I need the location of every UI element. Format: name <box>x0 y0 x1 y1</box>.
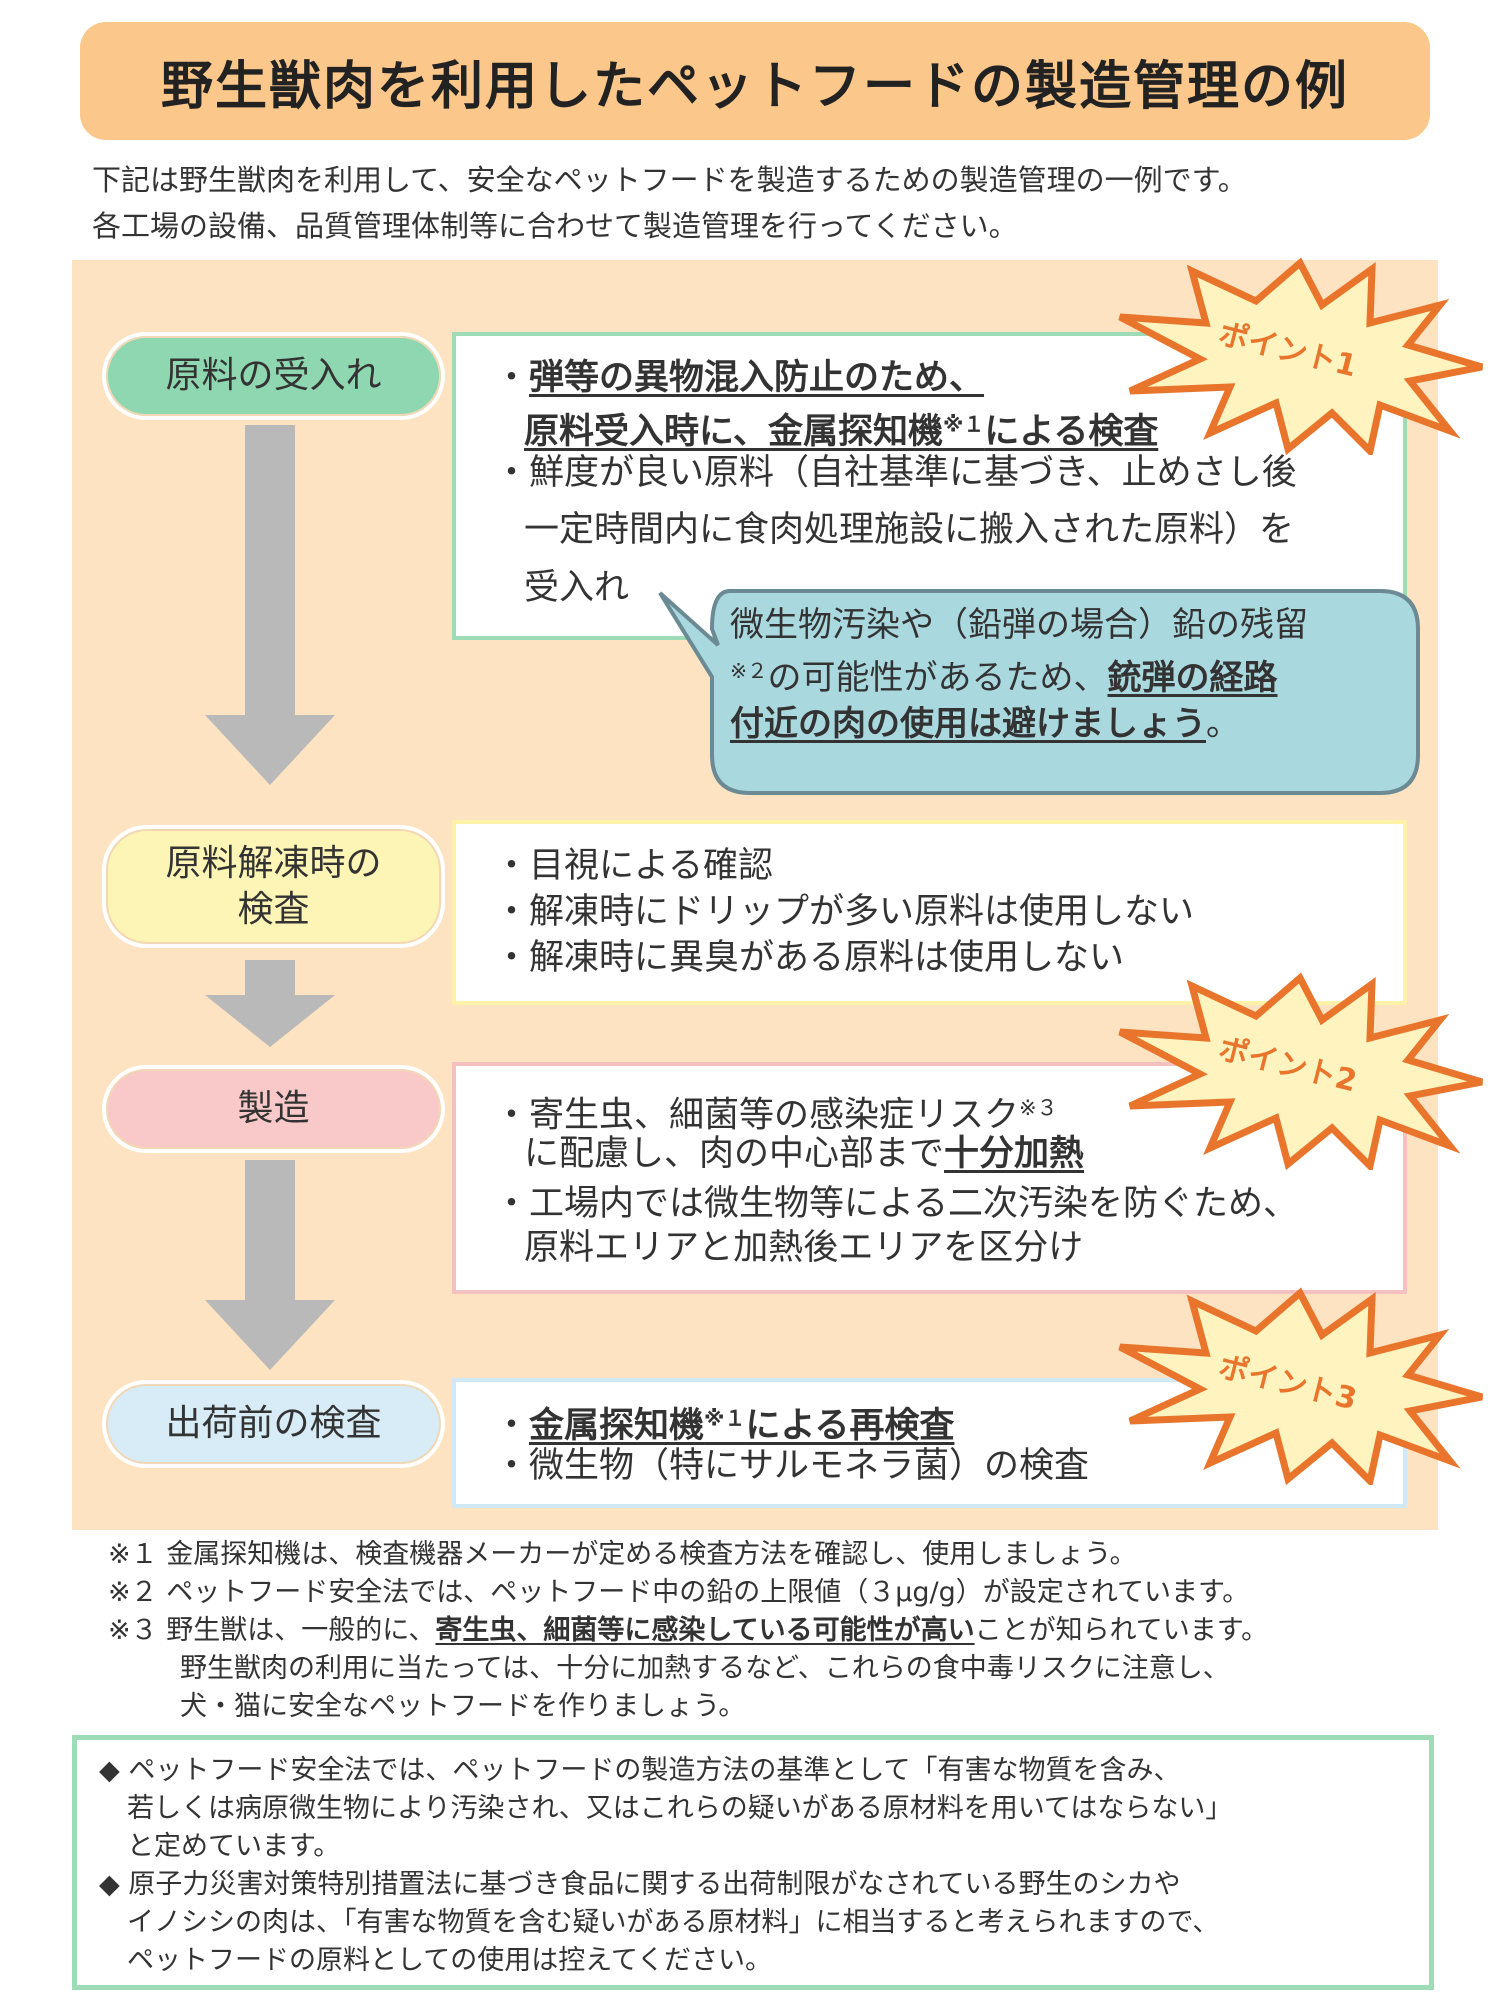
intro-line-2: 各工場の設備、品質管理体制等に合わせて製造管理を行ってください。 <box>92 209 1018 243</box>
footnote-3-cont-1: 野生獣肉の利用に当たっては、十分に加熱するなど、これらの食中毒リスクに注意し、 <box>180 1653 1230 1684</box>
box-receiving: ・弾等の異物混入防止のため、 原料受入時に、金属探知機※１による検査 ・鮮度が良… <box>452 332 1407 640</box>
notice-line-2: 若しくは病原微生物により汚染され、又はこれらの疑いがある原材料を用いてはならない… <box>127 1793 1233 1824</box>
title-banner: 野生獣肉を利用したペットフードの製造管理の例 <box>80 22 1430 140</box>
callout-line1: 微生物汚染や（鉛弾の場合）鉛の残留 <box>730 605 1308 645</box>
box3-line1: ・寄生虫、細菌等の感染症リスク※３ <box>494 1095 1058 1136</box>
stage-thaw-inspection: 原料解凍時の 検査 <box>102 825 445 948</box>
page-title: 野生獣肉を利用したペットフードの製造管理の例 <box>160 56 1349 117</box>
flow-arrows <box>205 425 335 1370</box>
arrow-down-3 <box>205 1160 335 1370</box>
arrow-down-2 <box>205 960 335 1047</box>
notice-line-5: イノシシの肉は、「有害な物質を含む疑いがある原材料」に相当すると考えられますので… <box>127 1907 1220 1938</box>
footnote-1: ※１ 金属探知機は、検査機器メーカーが定める検査方法を確認し、使用しましょう。 <box>108 1539 1137 1570</box>
point-3-burst <box>1118 1287 1483 1485</box>
footnote-2: ※２ ペットフード安全法では、ペットフード中の鉛の上限値（３μg/g）が設定され… <box>108 1577 1250 1608</box>
stage-pre-shipment-inspection: 出荷前の検査 <box>102 1380 445 1468</box>
notice-line-4: ◆ 原子力災害対策特別措置法に基づき食品に関する出荷制限がなされている野生のシカ… <box>99 1869 1181 1900</box>
stage-receiving: 原料の受入れ <box>102 332 445 420</box>
box1-line5: 受入れ <box>524 568 630 608</box>
box1-line4: 一定時間内に食肉処理施設に搬入された原料）を <box>524 510 1295 550</box>
notice-line-3: と定めています。 <box>127 1831 341 1862</box>
callout-text: 微生物汚染や（鉛弾の場合）鉛の残留 ※２の可能性があるため、銃弾の経路 付近の肉… <box>730 602 1308 747</box>
box2-line1: ・目視による確認 <box>494 846 773 886</box>
footnote-3: ※３ 野生獣は、一般的に、寄生虫、細菌等に感染している可能性が高いことが知られて… <box>108 1615 1269 1646</box>
box3-line3: ・工場内では微生物等による二次汚染を防ぐため、 <box>494 1184 1298 1224</box>
box1-line1: ・弾等の異物混入防止のため、 <box>494 358 985 398</box>
footnote-3-cont-2: 犬・猫に安全なペットフードを作りましょう。 <box>180 1691 746 1722</box>
intro-line-1: 下記は野生獣肉を利用して、安全なペットフードを製造するための製造管理の一例です。 <box>92 163 1247 197</box>
point-2-burst <box>1118 972 1483 1170</box>
notice-line-1: ◆ ペットフード安全法では、ペットフードの製造方法の基準として「有害な物質を含み… <box>99 1755 1181 1786</box>
box2-line2: ・解凍時にドリップが多い原料は使用しない <box>494 892 1195 932</box>
box-thaw-inspection: ・目視による確認 ・解凍時にドリップが多い原料は使用しない ・解凍時に異臭がある… <box>452 820 1407 1005</box>
box1-line2: 原料受入時に、金属探知機※１による検査 <box>524 411 1159 452</box>
callout-line3: 付近の肉の使用は避けましょう。 <box>730 704 1240 745</box>
box2-line3: ・解凍時に異臭がある原料は使用しない <box>494 938 1125 978</box>
arrow-down-1 <box>205 425 335 785</box>
legal-notice-box: ◆ ペットフード安全法では、ペットフードの製造方法の基準として「有害な物質を含み… <box>72 1735 1434 1990</box>
notice-line-6: ペットフードの原料としての使用は控えてください。 <box>127 1945 773 1976</box>
callout-line2: ※２の可能性があるため、銃弾の経路 <box>730 658 1278 699</box>
callout-bubble <box>658 589 1420 795</box>
box3-line2: に配慮し、肉の中心部まで十分加熱 <box>524 1134 1085 1174</box>
box4-line2: ・微生物（特にサルモネラ菌）の検査 <box>494 1446 1090 1486</box>
box4-line1: ・金属探知機※１による再検査 <box>494 1405 955 1446</box>
point-1-burst <box>1118 257 1483 455</box>
stage-manufacturing: 製造 <box>102 1065 445 1153</box>
box1-line3: ・鮮度が良い原料（自社基準に基づき、止めさし後 <box>494 453 1297 493</box>
box3-line4: 原料エリアと加熱後エリアを区分け <box>524 1228 1084 1268</box>
